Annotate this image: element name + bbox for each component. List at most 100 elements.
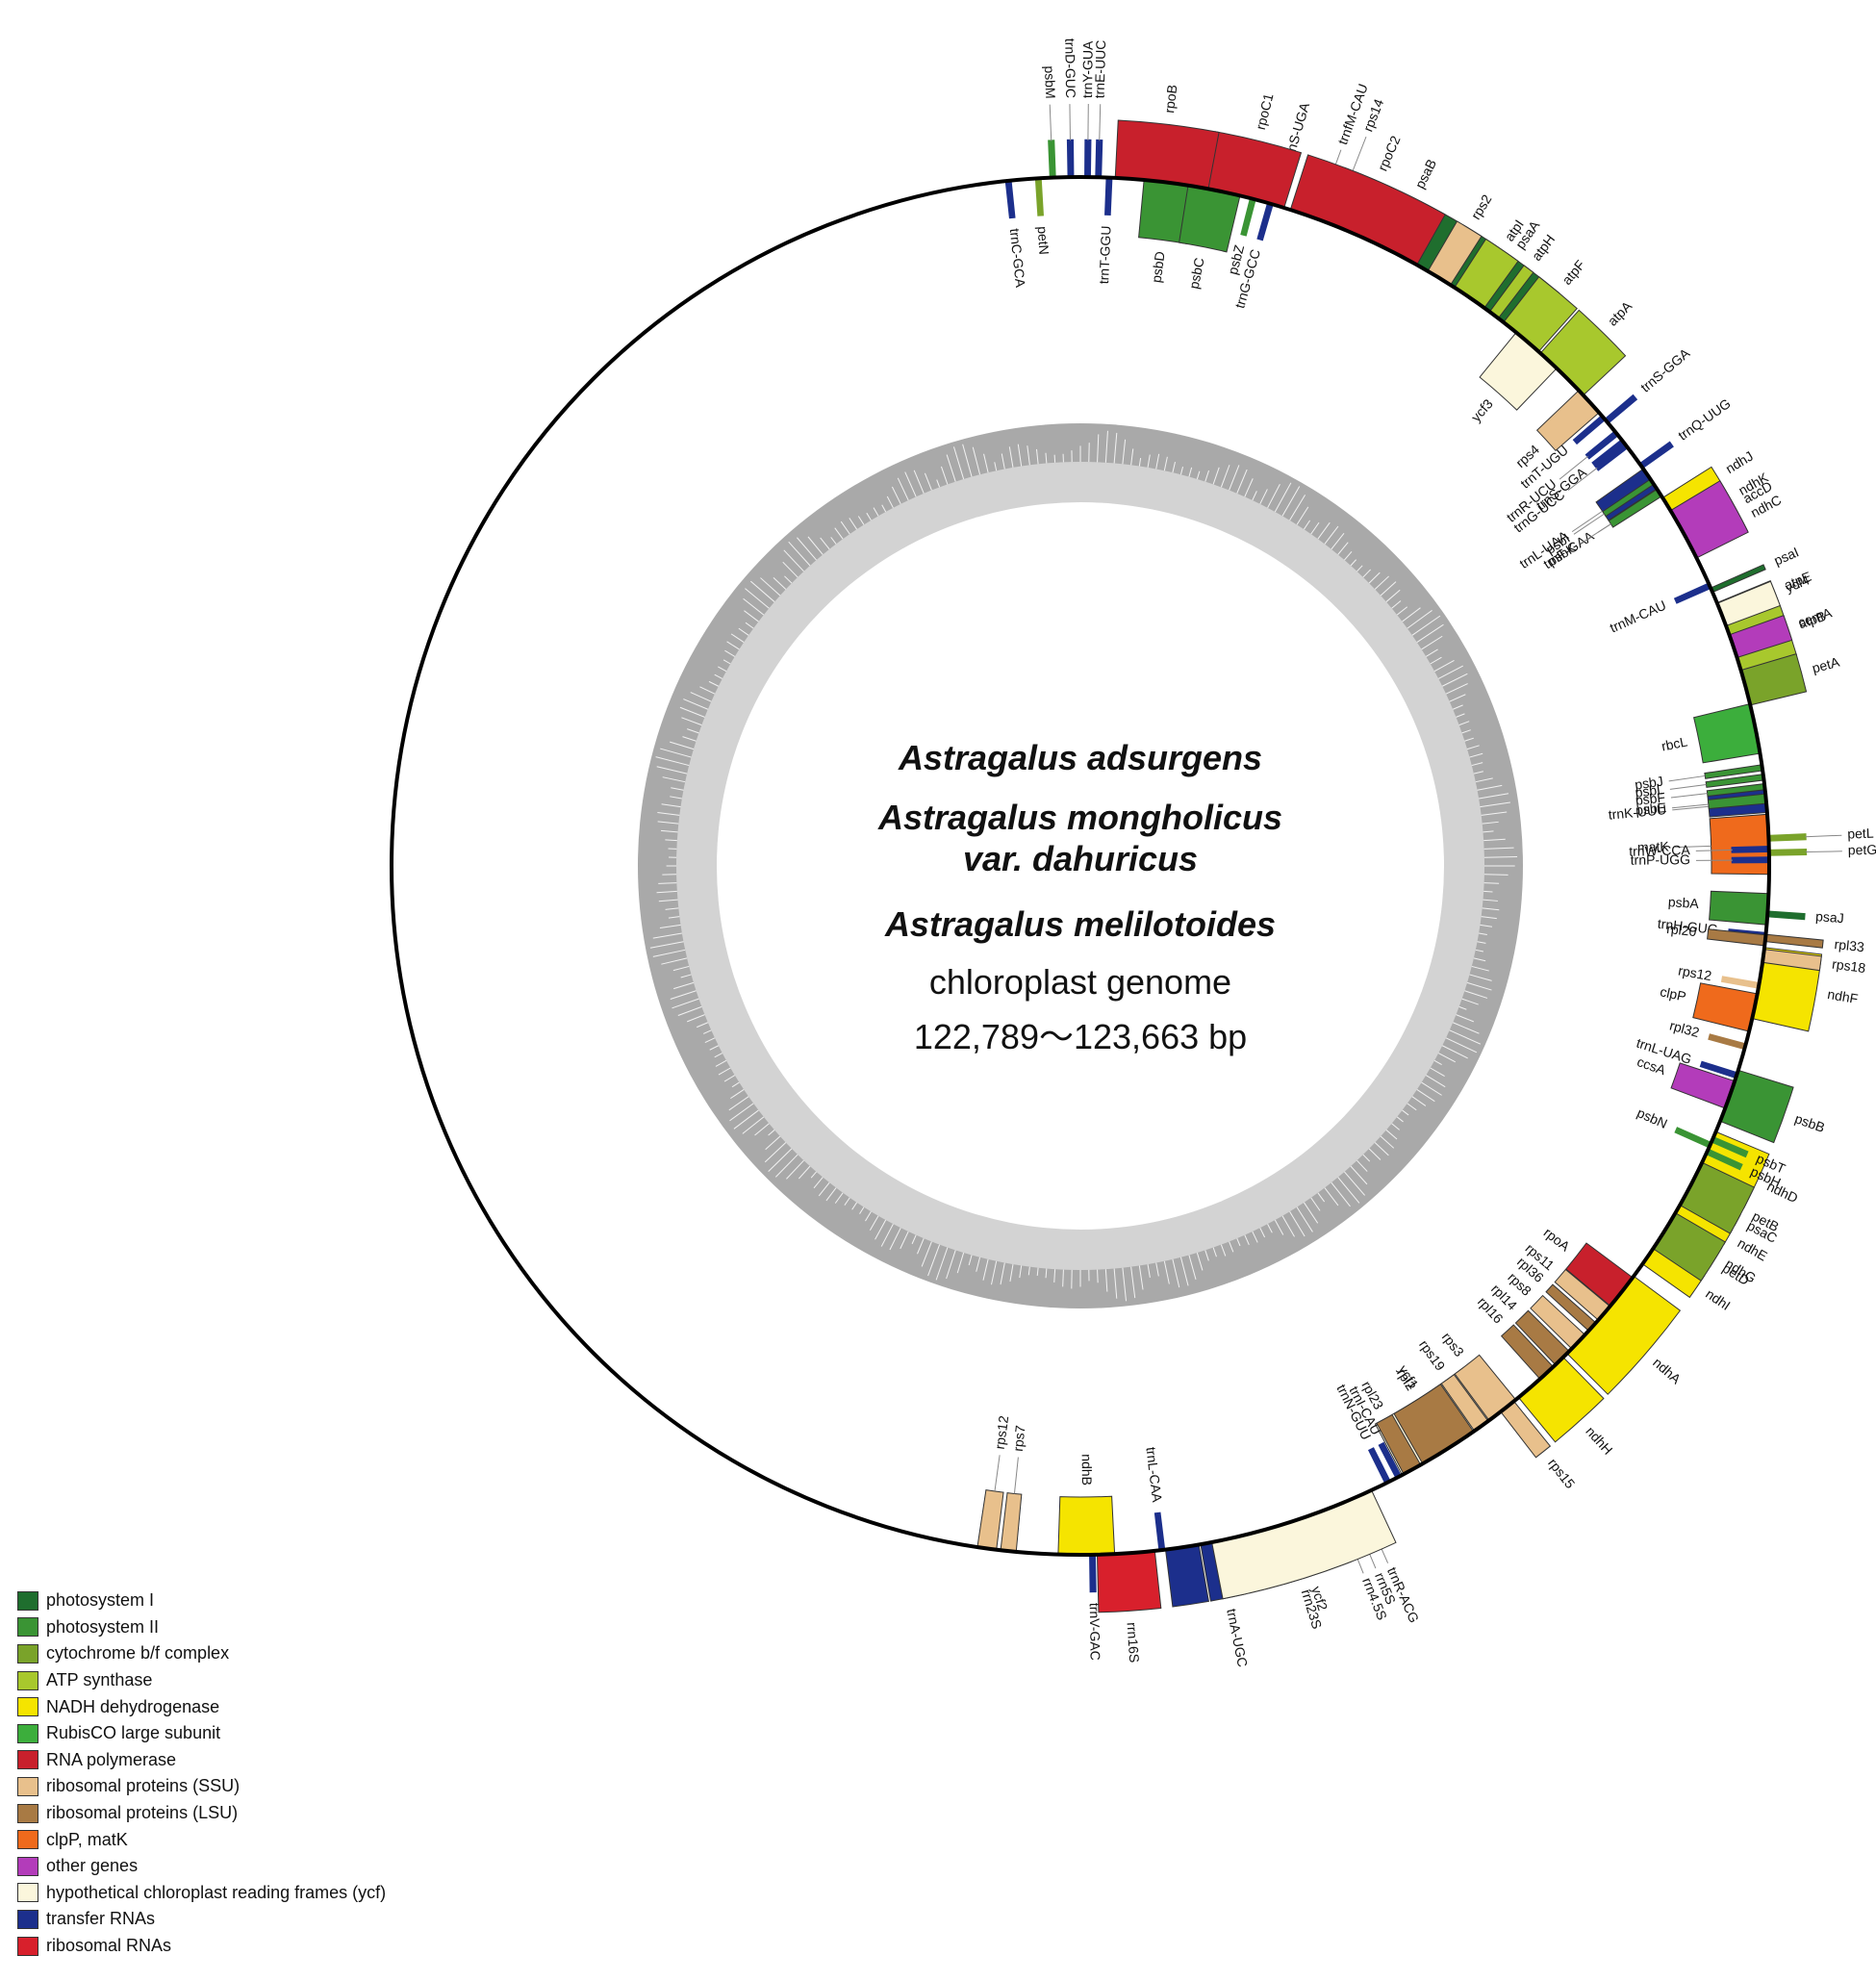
gc-profile-tick [1236, 469, 1248, 495]
callout-line [1672, 803, 1709, 809]
gc-profile-tick [1155, 1262, 1159, 1277]
gene-label: psbL [1635, 781, 1665, 800]
legend-swatch [17, 1883, 38, 1903]
gc-profile-tick [1281, 486, 1301, 517]
gc-profile-tick [1337, 1177, 1360, 1204]
gc-profile-tick [1483, 855, 1518, 858]
gc-profile-tick [1155, 453, 1160, 470]
gc-profile-tick [1385, 589, 1401, 602]
gc-profile-tick [662, 776, 686, 783]
gc-profile-tick [677, 1005, 702, 1016]
gc-profile-tick [728, 1096, 749, 1111]
callout-line [1571, 510, 1603, 533]
gene-label: rpoB [1161, 84, 1179, 114]
gc-profile-tick [1402, 1109, 1409, 1116]
gene-block [1095, 139, 1103, 179]
gc-profile-tick [1172, 462, 1176, 473]
gene-label: trnK-UUU [1608, 801, 1667, 823]
gene-ndhb: ndhB [1057, 1454, 1116, 1556]
gc-profile-tick [1473, 771, 1483, 775]
gc-profile-tick [687, 728, 699, 734]
gc-profile-tick [1466, 981, 1492, 991]
gene-block [1731, 846, 1771, 853]
genome-type-label: chloroplast genome [929, 962, 1231, 1002]
gc-profile-tick [1172, 1258, 1180, 1288]
gc-profile-tick [1236, 1237, 1241, 1247]
gene-block [1708, 1033, 1748, 1051]
gc-profile-tick [1483, 890, 1493, 893]
gc-profile-tick [1097, 434, 1100, 463]
gc-profile-tick [1473, 957, 1486, 962]
gc-profile-tick [723, 659, 731, 665]
gc-profile-tick [1267, 483, 1280, 509]
gc-profile-tick [665, 839, 677, 842]
gc-profile-tick [672, 965, 690, 972]
gc-profile-tick [840, 521, 850, 535]
gc-profile-tick [1482, 821, 1499, 825]
gene-label: trnT-GGU [1096, 225, 1114, 284]
gc-profile-tick [865, 1210, 872, 1222]
gc-profile-tick [1259, 1227, 1266, 1238]
legend-label: RubisCO large subunit [46, 1723, 221, 1743]
gene-label: trnQ-UUG [1675, 395, 1734, 444]
gc-profile-tick [1045, 1268, 1048, 1279]
gc-profile-tick [941, 466, 949, 485]
gc-profile-tick [891, 486, 901, 505]
gc-profile-tick [742, 1116, 765, 1134]
gene-block [1089, 1553, 1097, 1593]
gc-profile-tick [656, 890, 677, 894]
gc-profile-tick [1104, 430, 1108, 463]
gc-profile-tick [1045, 452, 1048, 464]
gc-profile-tick [1310, 1197, 1321, 1211]
gc-profile-tick [1113, 432, 1118, 464]
gene-block [1240, 196, 1256, 237]
gc-profile-tick [851, 1202, 857, 1210]
gc-profile-tick [1430, 656, 1442, 665]
gc-profile-tick [657, 821, 679, 825]
gene-label: psbM [1042, 65, 1058, 99]
gene-psbn: psbN [1635, 1105, 1713, 1149]
gene-label: petL [1847, 825, 1874, 842]
gc-profile-tick [652, 949, 686, 957]
gc-profile-tick [658, 899, 678, 902]
gc-profile-tick [782, 561, 799, 578]
gc-profile-tick [1304, 1202, 1319, 1224]
gc-ring-inner [717, 502, 1444, 1230]
legend-item: NADH dehydrogenase [17, 1693, 556, 1720]
legend-item: RubisCO large subunit [17, 1720, 556, 1747]
gc-profile-tick [786, 1159, 804, 1180]
gc-profile-tick [1396, 606, 1408, 616]
gene-block [1084, 139, 1092, 179]
gc-profile-tick [946, 1250, 956, 1280]
gc-profile-tick [1317, 1192, 1326, 1203]
gc-profile-tick [1452, 704, 1463, 710]
legend-label: ribosomal proteins (LSU) [46, 1803, 239, 1823]
gc-profile-tick [1196, 470, 1201, 480]
gene-rps18: rps18 [1762, 949, 1866, 976]
gc-profile-tick [1036, 1267, 1039, 1277]
gc-profile-tick [1310, 521, 1320, 535]
gene-clpp: clpP [1659, 982, 1759, 1032]
gc-profile-tick [1130, 448, 1134, 466]
legend-swatch [17, 1830, 38, 1850]
gc-profile-tick [952, 446, 965, 480]
gc-profile-tick [1317, 521, 1331, 540]
gene-rps12: rps12 [1677, 962, 1761, 989]
legend-item: cytochrome b/f complex [17, 1640, 556, 1667]
gc-profile-tick [946, 454, 956, 482]
gc-profile-tick [991, 1260, 998, 1285]
gc-profile-tick [1147, 454, 1151, 468]
gc-profile-tick [900, 1231, 909, 1250]
gc-profile-tick [655, 756, 690, 767]
gc-profile-tick [682, 736, 697, 742]
gc-profile-tick [1204, 1250, 1209, 1261]
gc-profile-tick [798, 1165, 811, 1180]
gc-profile-tick [1479, 932, 1487, 936]
legend-label: cytochrome b/f complex [46, 1643, 230, 1664]
gene-label: trnP-UGG [1631, 851, 1690, 868]
gc-profile-tick [1421, 635, 1443, 650]
callout-line [1573, 513, 1605, 535]
gc-profile-tick [731, 1081, 740, 1088]
gene-block [1731, 856, 1771, 864]
